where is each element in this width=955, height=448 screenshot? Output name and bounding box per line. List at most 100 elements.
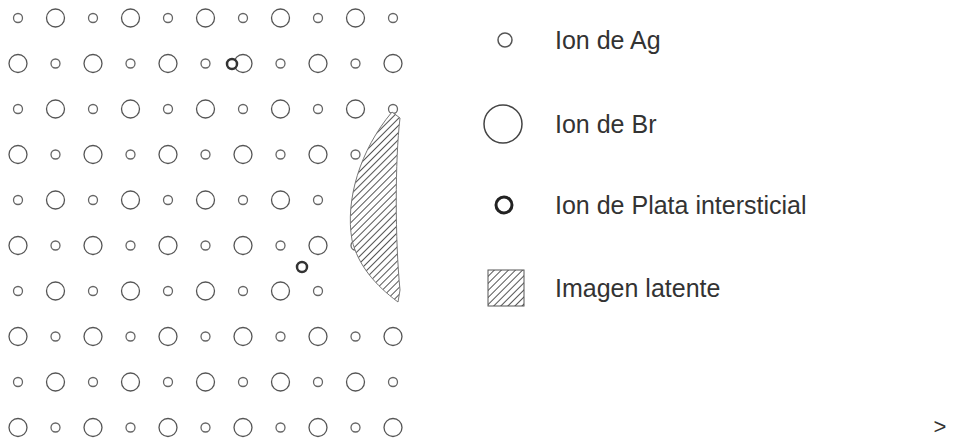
ag-ion xyxy=(164,105,173,114)
ag-ion xyxy=(201,59,210,68)
legend-label: Imagen latente xyxy=(555,276,720,301)
ag-ion xyxy=(89,287,98,296)
br-ion xyxy=(84,55,102,73)
ag-ion xyxy=(239,378,248,387)
ag-ion xyxy=(276,423,285,432)
ag-ion xyxy=(201,332,210,341)
br-ion xyxy=(84,419,102,437)
ag-ion xyxy=(239,287,248,296)
br-ion xyxy=(347,9,365,27)
br-ion xyxy=(84,237,102,255)
br-ion xyxy=(47,191,65,209)
br-ion xyxy=(234,146,252,164)
ag-ion xyxy=(351,59,360,68)
corner-mark: > xyxy=(933,416,946,438)
br-ion xyxy=(309,328,327,346)
br-ion xyxy=(197,282,215,300)
legend-label: Ion de Ag xyxy=(555,28,661,53)
br-ion xyxy=(159,237,177,255)
ag-ion xyxy=(389,378,398,387)
ag-ion xyxy=(51,241,60,250)
br-ion xyxy=(47,9,65,27)
ag-ion xyxy=(126,150,135,159)
legend-label: Ion de Plata intersticial xyxy=(555,193,807,218)
br-ion xyxy=(384,328,402,346)
ag-ion xyxy=(14,378,23,387)
ag-ion xyxy=(351,423,360,432)
br-ion xyxy=(234,328,252,346)
ag-ion xyxy=(51,332,60,341)
br-ion xyxy=(197,9,215,27)
br-ion xyxy=(9,419,27,437)
ag-ion xyxy=(351,332,360,341)
br-ion xyxy=(197,373,215,391)
br-ion xyxy=(122,191,140,209)
ag-ion xyxy=(239,14,248,23)
ag-ion xyxy=(51,423,60,432)
ag-ion xyxy=(164,378,173,387)
br-ion xyxy=(159,328,177,346)
ag-ion xyxy=(389,14,398,23)
br-ion xyxy=(384,55,402,73)
br-ion xyxy=(159,55,177,73)
interstitial-ion-sample xyxy=(496,197,512,213)
br-ion xyxy=(159,419,177,437)
ag-ion xyxy=(314,196,323,205)
br-ion xyxy=(47,100,65,118)
br-ion xyxy=(9,237,27,255)
br-ion-sample xyxy=(484,105,522,143)
ag-ion xyxy=(314,14,323,23)
ag-ion xyxy=(89,196,98,205)
br-ion xyxy=(234,237,252,255)
ag-ion xyxy=(201,241,210,250)
ag-ion xyxy=(89,105,98,114)
interstitial-ion xyxy=(227,59,237,69)
ag-ion xyxy=(14,14,23,23)
ag-ion xyxy=(201,423,210,432)
ag-ion xyxy=(314,378,323,387)
ag-ion xyxy=(14,196,23,205)
br-ion xyxy=(234,419,252,437)
br-ion xyxy=(272,9,290,27)
ag-ion xyxy=(164,287,173,296)
ag-ion xyxy=(201,150,210,159)
ag-ion xyxy=(14,105,23,114)
br-ion xyxy=(272,191,290,209)
latent-image xyxy=(350,112,400,302)
ag-ion xyxy=(276,332,285,341)
ag-ion xyxy=(276,241,285,250)
ag-ion xyxy=(276,150,285,159)
ag-ion xyxy=(89,378,98,387)
br-ion xyxy=(272,282,290,300)
ag-ion xyxy=(51,150,60,159)
ag-ion xyxy=(164,196,173,205)
br-ion xyxy=(347,100,365,118)
ag-ion xyxy=(351,150,360,159)
br-ion xyxy=(159,146,177,164)
br-ion xyxy=(197,100,215,118)
br-ion xyxy=(309,419,327,437)
br-ion xyxy=(272,100,290,118)
br-ion xyxy=(47,282,65,300)
br-ion xyxy=(272,373,290,391)
ag-ion xyxy=(126,423,135,432)
br-ion xyxy=(84,146,102,164)
br-ion xyxy=(309,146,327,164)
ag-ion xyxy=(126,332,135,341)
br-ion xyxy=(122,282,140,300)
ag-ion xyxy=(239,105,248,114)
br-ion xyxy=(309,55,327,73)
ag-ion xyxy=(14,287,23,296)
legend-label: Ion de Br xyxy=(555,112,656,137)
ag-ion xyxy=(239,196,248,205)
br-ion xyxy=(84,328,102,346)
ag-ion xyxy=(276,59,285,68)
ag-ion xyxy=(126,59,135,68)
ion-grid xyxy=(9,9,402,437)
br-ion xyxy=(384,419,402,437)
br-ion xyxy=(122,100,140,118)
ag-ion xyxy=(314,287,323,296)
br-ion xyxy=(9,328,27,346)
br-ion xyxy=(122,373,140,391)
